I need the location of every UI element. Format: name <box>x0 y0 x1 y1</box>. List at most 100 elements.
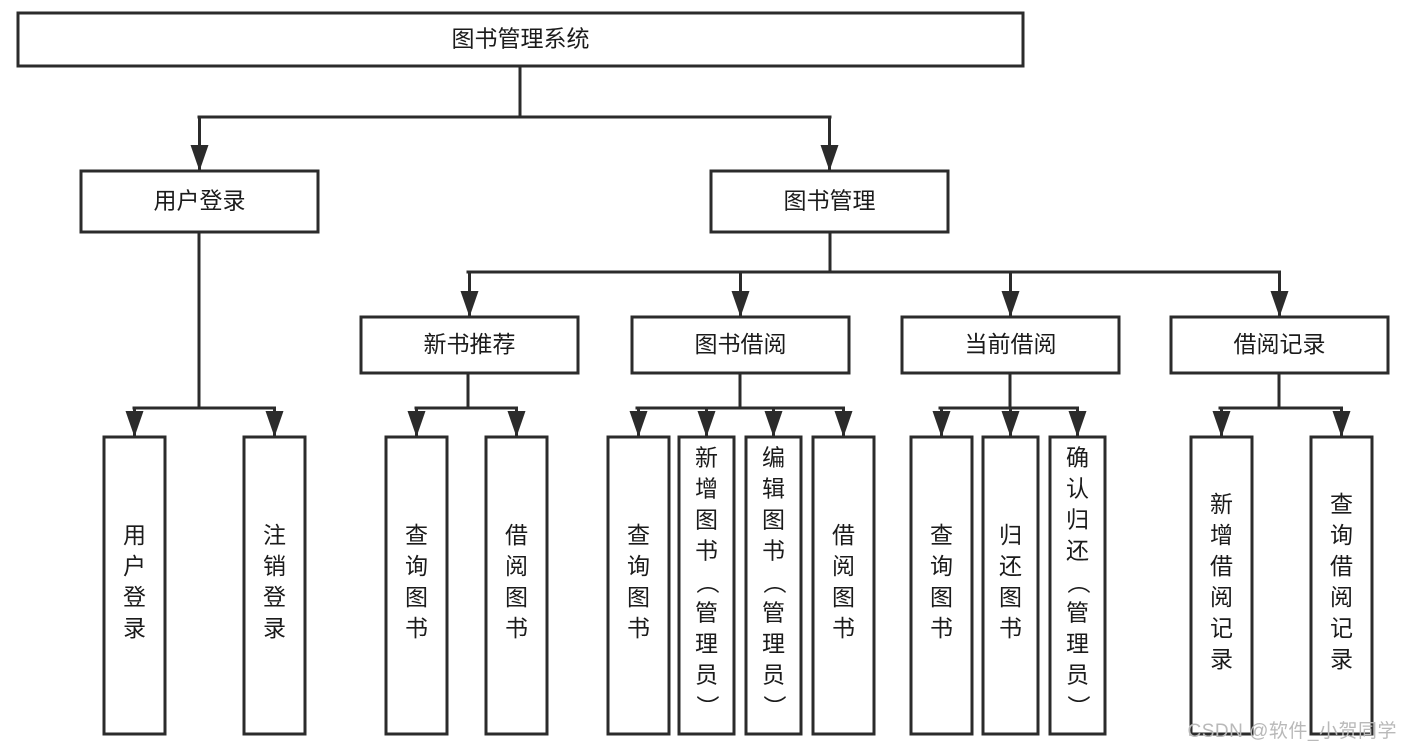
node-label-char: 记 <box>1210 615 1233 641</box>
node-label-char: 归 <box>1066 507 1089 533</box>
connector-arrow <box>1001 406 1020 437</box>
node-label-char: 还 <box>1066 538 1089 564</box>
node-label-char: （ <box>695 571 721 594</box>
node-label-char: 阅 <box>1330 584 1353 610</box>
node-label-char: 员 <box>762 662 785 688</box>
connector-bus-borrow-record <box>1218 371 1342 410</box>
connector-arrow <box>1068 406 1087 437</box>
node-label-char: 查 <box>405 522 428 548</box>
node-label-char: ） <box>762 695 788 718</box>
node-label: 当前借阅 <box>965 331 1057 357</box>
node-label-char: 书 <box>999 615 1022 641</box>
node-root[interactable]: 图书管理系统 <box>16 11 1025 68</box>
node-label: 新书推荐 <box>424 331 516 357</box>
node-label-char: 记 <box>1330 615 1353 641</box>
csdn-watermark: CSDN @软件_小贺同学 <box>1187 721 1397 742</box>
connector-arrow <box>1332 406 1351 437</box>
connector-bus-current-borrow <box>938 371 1078 410</box>
node-label-char: 图 <box>405 584 428 610</box>
node-label-char: 图 <box>695 507 718 533</box>
node-label-char: 图 <box>999 584 1022 610</box>
node-book-borrow[interactable]: 图书借阅 <box>630 315 851 375</box>
connector-arrow <box>507 406 526 437</box>
node-label-char: 增 <box>1210 522 1233 548</box>
node-current-borrow[interactable]: 当前借阅 <box>900 315 1121 375</box>
connector-bus-new-book-rec <box>414 371 518 410</box>
node-label-char: 销 <box>263 553 286 579</box>
connector-arrow <box>820 115 839 171</box>
node-label-char: ） <box>695 695 721 718</box>
node-label-char: 书 <box>627 615 650 641</box>
connector-bus-book-borrow <box>635 371 845 410</box>
nodes-layer: 图书管理系统用户登录图书管理新书推荐图书借阅当前借阅借阅记录用户登录注销登录查询… <box>16 11 1390 736</box>
node-label-char: 确 <box>1066 445 1089 471</box>
node-label: 图书管理系统 <box>452 26 590 52</box>
node-label-char: 登 <box>123 584 146 610</box>
connector-arrow <box>697 406 716 437</box>
node-user-login[interactable]: 用户登录 <box>79 169 320 234</box>
node-label-char: 新 <box>695 445 718 471</box>
node-label-char: 书 <box>505 615 528 641</box>
connector-arrow <box>932 406 951 437</box>
node-label-char: 借 <box>832 522 855 548</box>
connector-arrow <box>1270 270 1289 317</box>
node-label-char: 询 <box>405 553 428 579</box>
node-label-char: 管 <box>762 600 785 626</box>
connector-arrow <box>125 406 144 437</box>
node-new-book-rec[interactable]: 新书推荐 <box>359 315 580 375</box>
node-label-char: 新 <box>1210 491 1233 517</box>
node-label-char: 登 <box>263 584 286 610</box>
node-label-char: 归 <box>999 522 1022 548</box>
node-label-char: 注 <box>263 522 286 548</box>
node-label-char: 借 <box>1210 553 1233 579</box>
connector-bus-root <box>197 64 832 119</box>
node-label-char: 询 <box>627 553 650 579</box>
connector-bus-user-login <box>132 230 276 410</box>
connector-arrow <box>407 406 426 437</box>
connector-bus-book-manage <box>466 230 1281 274</box>
node-label-char: 查 <box>930 522 953 548</box>
node-label-char: 管 <box>695 600 718 626</box>
node-label-char: 图 <box>930 584 953 610</box>
edges-layer <box>125 64 1351 437</box>
node-label-char: 书 <box>762 538 785 564</box>
node-label-char: 管 <box>1066 600 1089 626</box>
connector-arrow <box>629 406 648 437</box>
connector-arrow <box>460 270 479 317</box>
node-label-char: 员 <box>1066 662 1089 688</box>
node-label-char: 查 <box>1330 491 1353 517</box>
node-label-char: 书 <box>405 615 428 641</box>
connector-arrow <box>1001 270 1020 317</box>
node-label-char: 询 <box>930 553 953 579</box>
node-label-char: 理 <box>762 631 785 657</box>
node-label-char: 录 <box>1210 646 1233 672</box>
node-label-char: 理 <box>1066 631 1089 657</box>
node-label: 借阅记录 <box>1234 331 1326 357</box>
node-label-char: 书 <box>930 615 953 641</box>
node-label-char: 阅 <box>832 553 855 579</box>
node-label-char: 辑 <box>762 476 785 502</box>
connector-arrow <box>731 270 750 317</box>
node-label: 图书借阅 <box>695 331 787 357</box>
node-borrow-record[interactable]: 借阅记录 <box>1169 315 1390 375</box>
node-leaf-user-login[interactable]: 用户登录 <box>102 435 167 736</box>
node-label-char: 阅 <box>1210 584 1233 610</box>
node-label-char: 理 <box>695 631 718 657</box>
node-label-char: 阅 <box>505 553 528 579</box>
node-label-char: （ <box>762 571 788 594</box>
connector-arrow <box>764 406 783 437</box>
node-book-manage[interactable]: 图书管理 <box>709 169 950 234</box>
